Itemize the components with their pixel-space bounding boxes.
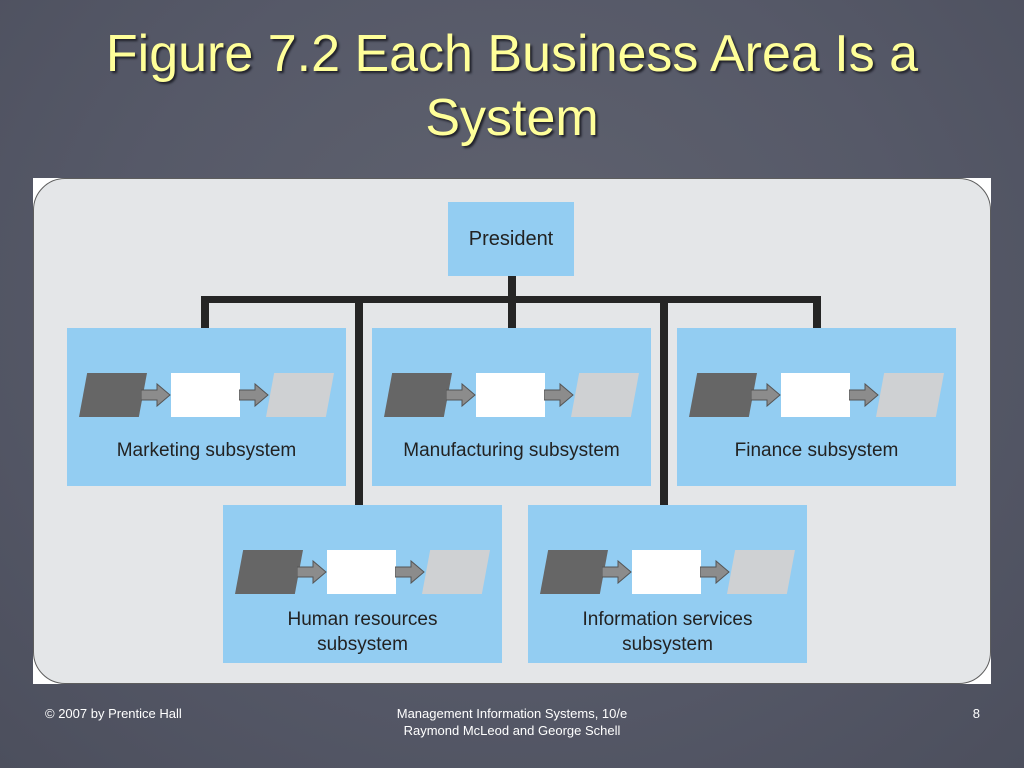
footer-page-number: 8: [972, 706, 980, 721]
connector-human-resources: [355, 296, 363, 506]
arrow-right-icon: [544, 382, 574, 408]
subsystem-flow: [67, 373, 346, 419]
figure-frame: President Marketing subsystem Manufact: [33, 178, 991, 684]
connector-marketing: [201, 296, 209, 329]
org-chart-panel: President Marketing subsystem Manufact: [33, 178, 991, 684]
process-box: [327, 550, 396, 594]
output-parallelogram: [571, 373, 639, 417]
president-label: President: [468, 227, 554, 250]
arrow-right-icon: [239, 382, 269, 408]
subsystem-label: Finance subsystem: [734, 440, 899, 461]
subsystem-flow: [372, 373, 651, 419]
arrow-right-icon: [602, 559, 632, 585]
output-parallelogram: [266, 373, 334, 417]
footer-book-title: Management Information Systems, 10/e: [396, 706, 628, 721]
subsystem-label: Manufacturing subsystem: [403, 440, 620, 461]
subsystem-label-line-1: Information services: [582, 609, 753, 630]
marketing-subsystem-box: Marketing subsystem: [67, 328, 346, 486]
input-parallelogram: [79, 373, 147, 417]
human-resources-subsystem-box: Human resources subsystem: [223, 505, 502, 663]
arrow-right-icon: [700, 559, 730, 585]
input-parallelogram: [689, 373, 757, 417]
process-box: [476, 373, 545, 417]
output-parallelogram: [876, 373, 944, 417]
arrow-right-icon: [751, 382, 781, 408]
arrow-right-icon: [297, 559, 327, 585]
connector-manufacturing: [508, 296, 516, 329]
process-box: [632, 550, 701, 594]
footer-book-authors: Raymond McLeod and George Schell: [403, 723, 621, 738]
president-box: President: [448, 202, 574, 276]
input-parallelogram: [235, 550, 303, 594]
arrow-right-icon: [849, 382, 879, 408]
subsystem-label-line-2: subsystem: [317, 634, 408, 655]
subsystem-label-line-1: Human resources: [287, 609, 438, 630]
process-box: [171, 373, 240, 417]
input-parallelogram: [384, 373, 452, 417]
output-parallelogram: [422, 550, 490, 594]
input-parallelogram: [540, 550, 608, 594]
subsystem-flow: [223, 550, 502, 596]
connector-finance: [813, 296, 821, 329]
connector-president-down: [508, 276, 516, 301]
manufacturing-subsystem-box: Manufacturing subsystem: [372, 328, 651, 486]
arrow-right-icon: [395, 559, 425, 585]
subsystem-label-line-2: subsystem: [622, 634, 713, 655]
output-parallelogram: [727, 550, 795, 594]
subsystem-flow: [528, 550, 807, 596]
process-box: [781, 373, 850, 417]
subsystem-flow: [677, 373, 956, 419]
arrow-right-icon: [141, 382, 171, 408]
connector-information-services: [660, 296, 668, 506]
information-services-subsystem-box: Information services subsystem: [528, 505, 807, 663]
finance-subsystem-box: Finance subsystem: [677, 328, 956, 486]
subsystem-label: Marketing subsystem: [116, 440, 297, 461]
slide-title: Figure 7.2 Each Business Area Is a Syste…: [105, 25, 919, 147]
arrow-right-icon: [446, 382, 476, 408]
footer-copyright: © 2007 by Prentice Hall: [45, 706, 182, 721]
